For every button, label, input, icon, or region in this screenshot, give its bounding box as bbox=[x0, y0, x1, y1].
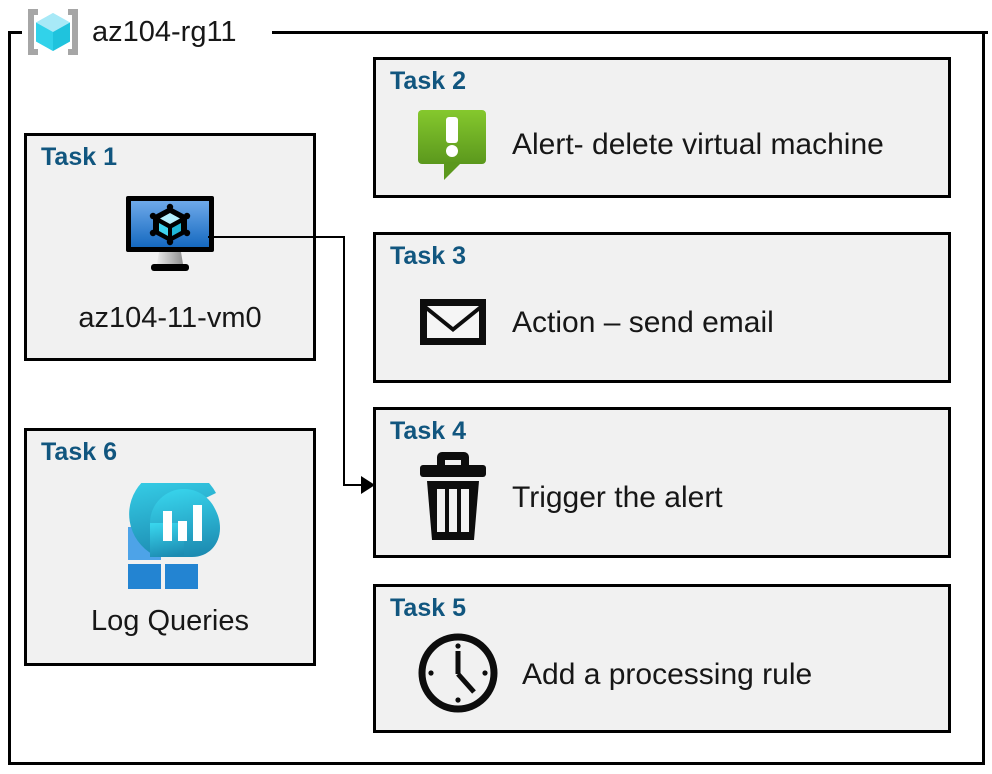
task4-card[interactable]: Task 4 Trigger the alert bbox=[373, 407, 951, 558]
task1-label: az104-11-vm0 bbox=[78, 302, 262, 334]
task2-title: Task 2 bbox=[390, 67, 466, 95]
task4-label: Trigger the alert bbox=[512, 481, 723, 514]
azure-resource-group-cube-icon bbox=[22, 6, 84, 58]
task6-title: Task 6 bbox=[41, 438, 117, 466]
resource-group-name: az104-rg11 bbox=[92, 15, 237, 48]
resource-group-frame-top-left-segment bbox=[8, 31, 28, 34]
resource-group-header: az104-rg11 bbox=[22, 4, 245, 60]
connector-segment-horizontal-top bbox=[208, 236, 345, 238]
clock-icon bbox=[416, 628, 500, 723]
task1-card[interactable]: Task 1 bbox=[24, 133, 316, 361]
task3-row: Action – send email bbox=[416, 283, 936, 363]
task5-row: Add a processing rule bbox=[416, 629, 936, 721]
resource-group-frame-top-right-segment bbox=[272, 31, 988, 34]
connector-segment-horizontal-bottom bbox=[343, 484, 365, 486]
envelope-icon bbox=[416, 291, 490, 356]
alert-callout-icon bbox=[416, 104, 490, 187]
task5-label: Add a processing rule bbox=[522, 658, 813, 691]
task6-label: Log Queries bbox=[91, 605, 249, 637]
task2-row: Alert- delete virtual machine bbox=[416, 106, 936, 184]
task1-title: Task 1 bbox=[41, 143, 117, 171]
task5-title: Task 5 bbox=[390, 594, 466, 622]
task3-card[interactable]: Task 3 Action – send email bbox=[373, 232, 951, 383]
task4-title: Task 4 bbox=[390, 417, 466, 445]
trash-icon bbox=[416, 448, 490, 549]
connector-arrowhead-icon bbox=[361, 476, 375, 494]
connector-segment-vertical bbox=[343, 236, 345, 485]
task3-title: Task 3 bbox=[390, 242, 466, 270]
task5-card[interactable]: Task 5 Add a processing rule bbox=[373, 584, 951, 733]
task3-label: Action – send email bbox=[512, 306, 774, 339]
virtual-machine-icon bbox=[123, 193, 217, 282]
task4-row: Trigger the alert bbox=[416, 450, 936, 546]
task6-card[interactable]: Task 6 bbox=[24, 428, 316, 666]
task2-label: Alert- delete virtual machine bbox=[512, 128, 884, 161]
task2-card[interactable]: Task 2 Alert- delete virtual machin bbox=[373, 57, 951, 198]
resource-group-frame bbox=[8, 33, 985, 765]
log-analytics-icon bbox=[114, 468, 226, 596]
